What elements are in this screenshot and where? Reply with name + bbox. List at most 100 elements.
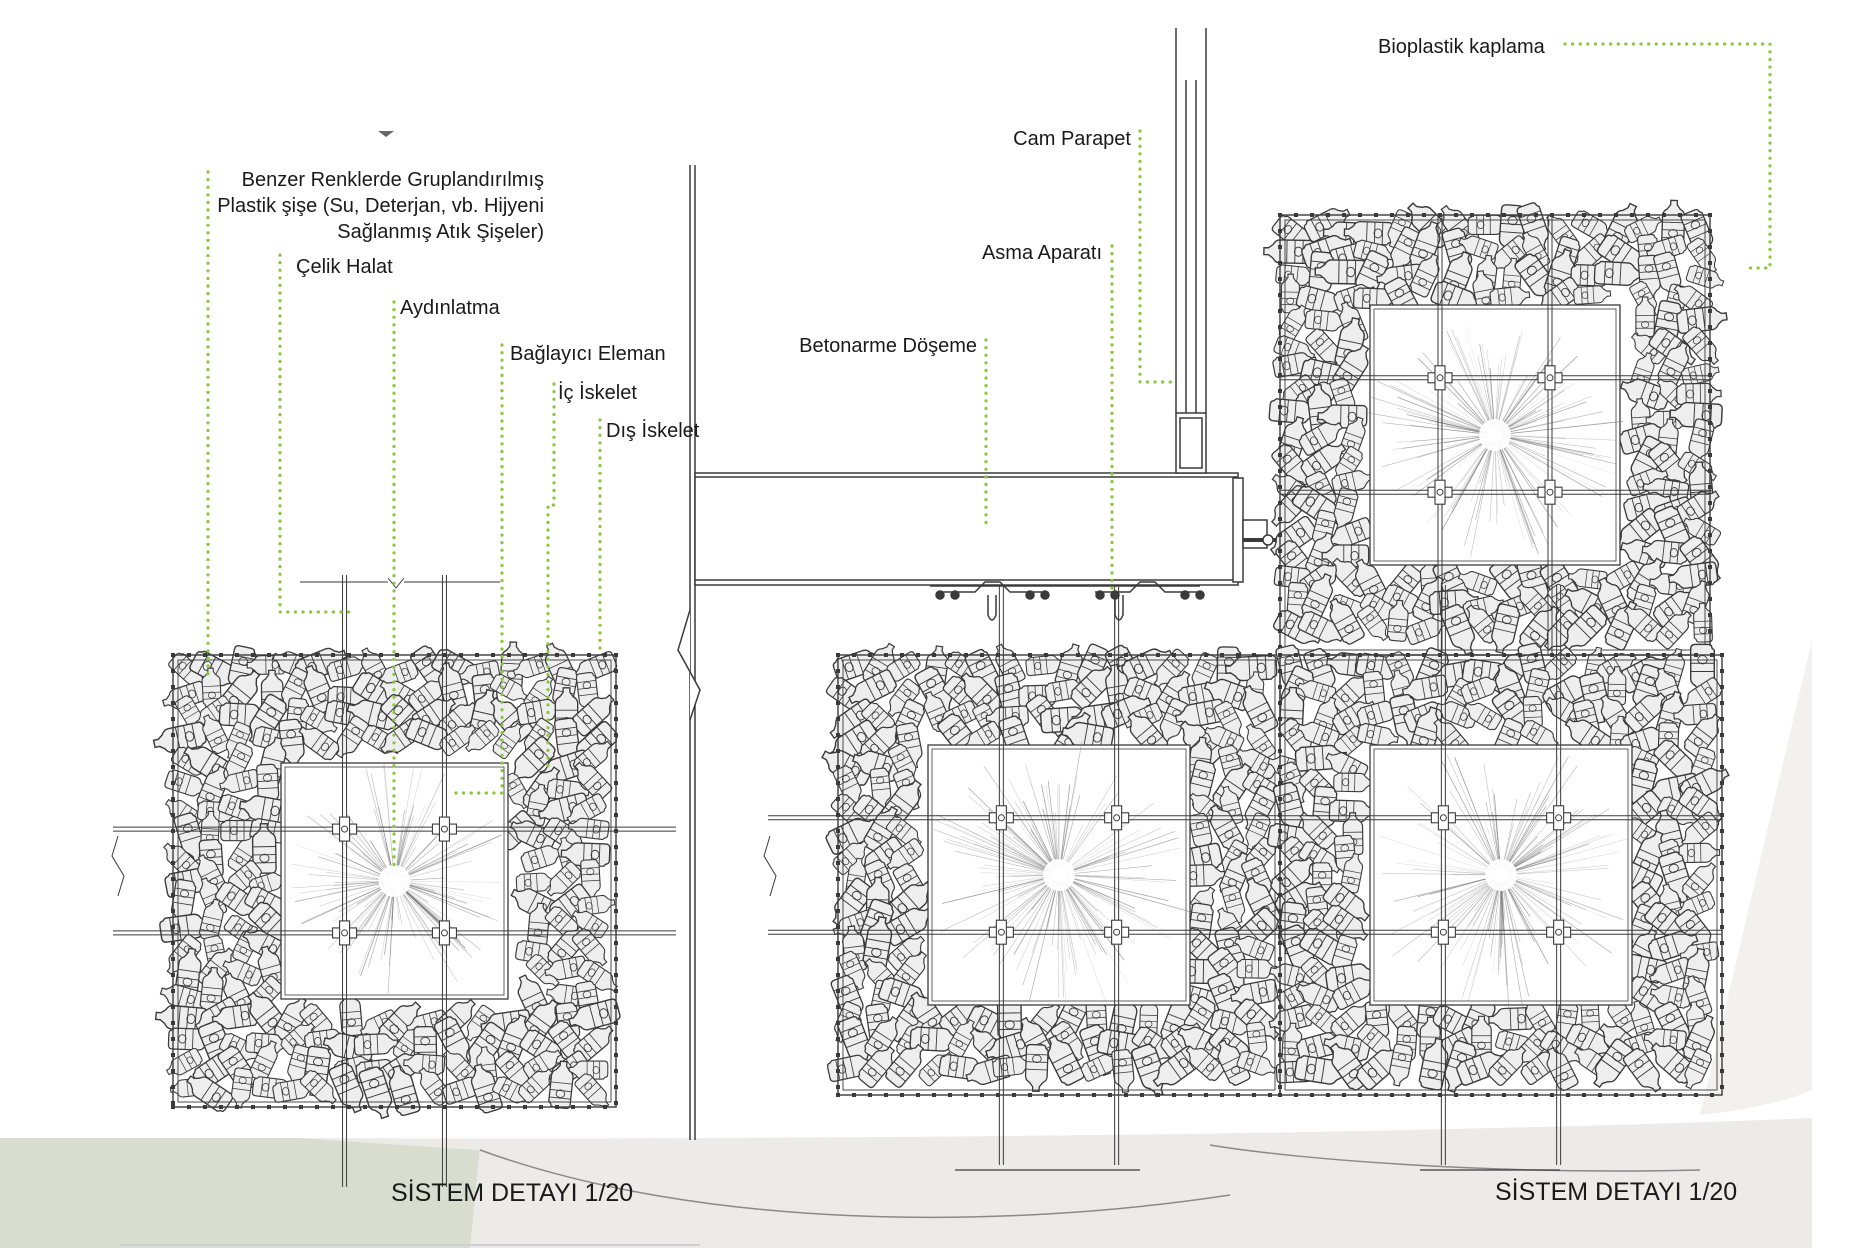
plastic-bottle xyxy=(546,861,582,897)
outer-frame-inner-line xyxy=(842,659,1276,1091)
leader-inner-frame xyxy=(546,382,556,772)
slab-edge-plate xyxy=(1232,477,1244,583)
plastic-bottle xyxy=(1491,603,1521,654)
bottle-fill-band xyxy=(1266,642,1730,1094)
hanger-assembly xyxy=(930,581,1205,621)
connector-element xyxy=(332,816,358,842)
plastic-bottle xyxy=(1593,260,1644,286)
plastic-bottle xyxy=(516,698,564,726)
plastic-bottle xyxy=(1401,674,1449,701)
plastic-bottle xyxy=(326,656,368,682)
label-bottles-line2: Plastik şişe (Su, Deterjan, vb. Hijyeni xyxy=(217,195,544,217)
inner-frame-line xyxy=(1373,748,1629,1002)
inner-frame-line xyxy=(931,748,1187,1002)
building-structure xyxy=(677,28,1300,1140)
ground-grey-band xyxy=(300,1118,1812,1248)
plastic-bottle xyxy=(909,1026,960,1052)
plastic-bottle xyxy=(464,720,500,753)
plastic-bottle xyxy=(1573,285,1612,305)
plastic-bottle xyxy=(1070,665,1114,710)
edge-bolt xyxy=(1262,534,1274,546)
connector-element xyxy=(1427,479,1453,505)
plastic-bottle xyxy=(1418,1037,1449,1091)
plastic-bottle xyxy=(299,1070,337,1105)
plastic-bottle xyxy=(388,1064,421,1117)
building-break-symbol xyxy=(677,609,701,721)
plastic-bottle xyxy=(1678,842,1721,864)
plastic-bottle xyxy=(1676,306,1728,334)
plastic-bottle xyxy=(1488,1045,1527,1086)
plastic-bottle xyxy=(1489,286,1531,308)
plastic-bottle xyxy=(1680,811,1720,848)
steel-cables xyxy=(1280,585,1722,1165)
plastic-bottle xyxy=(1641,539,1689,565)
leader-lines xyxy=(206,42,1772,872)
plastic-bottle xyxy=(353,1033,399,1056)
plastic-bottle xyxy=(574,1073,610,1110)
plastic-bottle xyxy=(408,678,447,713)
connector-element xyxy=(1430,919,1456,945)
connector-element xyxy=(1546,919,1572,945)
plastic-bottle xyxy=(1322,904,1369,942)
break-symbols xyxy=(111,131,1560,1171)
connector-element xyxy=(1104,805,1130,831)
connector-element xyxy=(988,919,1014,945)
plastic-bottle xyxy=(1329,597,1365,645)
plastic-bottle xyxy=(1623,605,1664,643)
plastic-bottle xyxy=(568,998,621,1031)
title-system-detail-right: SİSTEM DETAYI 1/20 xyxy=(1495,1177,1737,1206)
plastic-bottle xyxy=(1357,605,1389,642)
plastic-bottle xyxy=(544,955,588,981)
bottle-fill-band xyxy=(152,641,621,1120)
ground-slope-right xyxy=(1700,640,1812,1115)
plastic-bottle xyxy=(1221,885,1246,924)
plastic-bottle xyxy=(1645,234,1687,261)
frame-nodes xyxy=(1278,653,1724,1097)
plastic-bottle xyxy=(869,767,892,809)
connector-element xyxy=(1427,365,1453,391)
connector-element xyxy=(1104,919,1130,945)
plastic-bottle xyxy=(1592,1038,1634,1089)
plastic-bottle xyxy=(1649,984,1693,1009)
plastic-bottle xyxy=(992,1056,1032,1078)
plastic-bottle xyxy=(1387,209,1414,249)
lighting-burst xyxy=(1364,326,1623,557)
plastic-bottle xyxy=(1188,812,1213,854)
plastic-bottle xyxy=(1331,977,1377,1011)
plastic-bottle xyxy=(1405,617,1447,646)
ground-curve-line xyxy=(479,1149,1231,1219)
connector-element xyxy=(1537,479,1563,505)
leader-glass-parapet xyxy=(1138,129,1174,384)
plastic-bottle xyxy=(335,715,370,759)
plastic-bottle xyxy=(1684,1048,1713,1090)
plastic-bottle xyxy=(1653,739,1697,781)
label-hanger: Asma Aparatı xyxy=(982,242,1102,264)
leader-connector xyxy=(452,343,504,795)
plastic-bottle xyxy=(1280,273,1300,314)
plastic-bottle xyxy=(1681,861,1717,902)
leader-bioplastic xyxy=(1563,42,1772,270)
plastic-bottle xyxy=(298,726,341,761)
steel-cables xyxy=(768,585,1350,1165)
connector-element xyxy=(332,920,358,946)
plastic-bottle xyxy=(1178,864,1226,888)
title-system-detail-left: SİSTEM DETAYI 1/20 xyxy=(391,1178,633,1207)
plastic-bottle xyxy=(576,959,619,992)
plastic-bottle xyxy=(470,1063,503,1114)
plastic-bottle xyxy=(1333,772,1374,793)
module-unit xyxy=(113,575,676,1187)
plastic-bottle xyxy=(567,817,610,841)
plastic-bottle xyxy=(887,935,926,972)
plastic-bottle xyxy=(1024,1043,1049,1092)
plastic-bottle xyxy=(1624,692,1666,733)
plastic-bottle xyxy=(403,1053,446,1076)
ground-green-area xyxy=(0,1138,480,1248)
label-bottles-line1: Benzer Renklerde Gruplandırılmış xyxy=(242,169,544,191)
lighting-burst xyxy=(933,740,1190,1004)
plastic-bottle xyxy=(249,1040,278,1083)
inner-frame-line xyxy=(1373,308,1617,562)
plastic-bottle xyxy=(1356,722,1399,747)
label-lighting: Aydınlatma xyxy=(400,297,501,319)
outer-frame-inner-line xyxy=(1284,219,1706,651)
